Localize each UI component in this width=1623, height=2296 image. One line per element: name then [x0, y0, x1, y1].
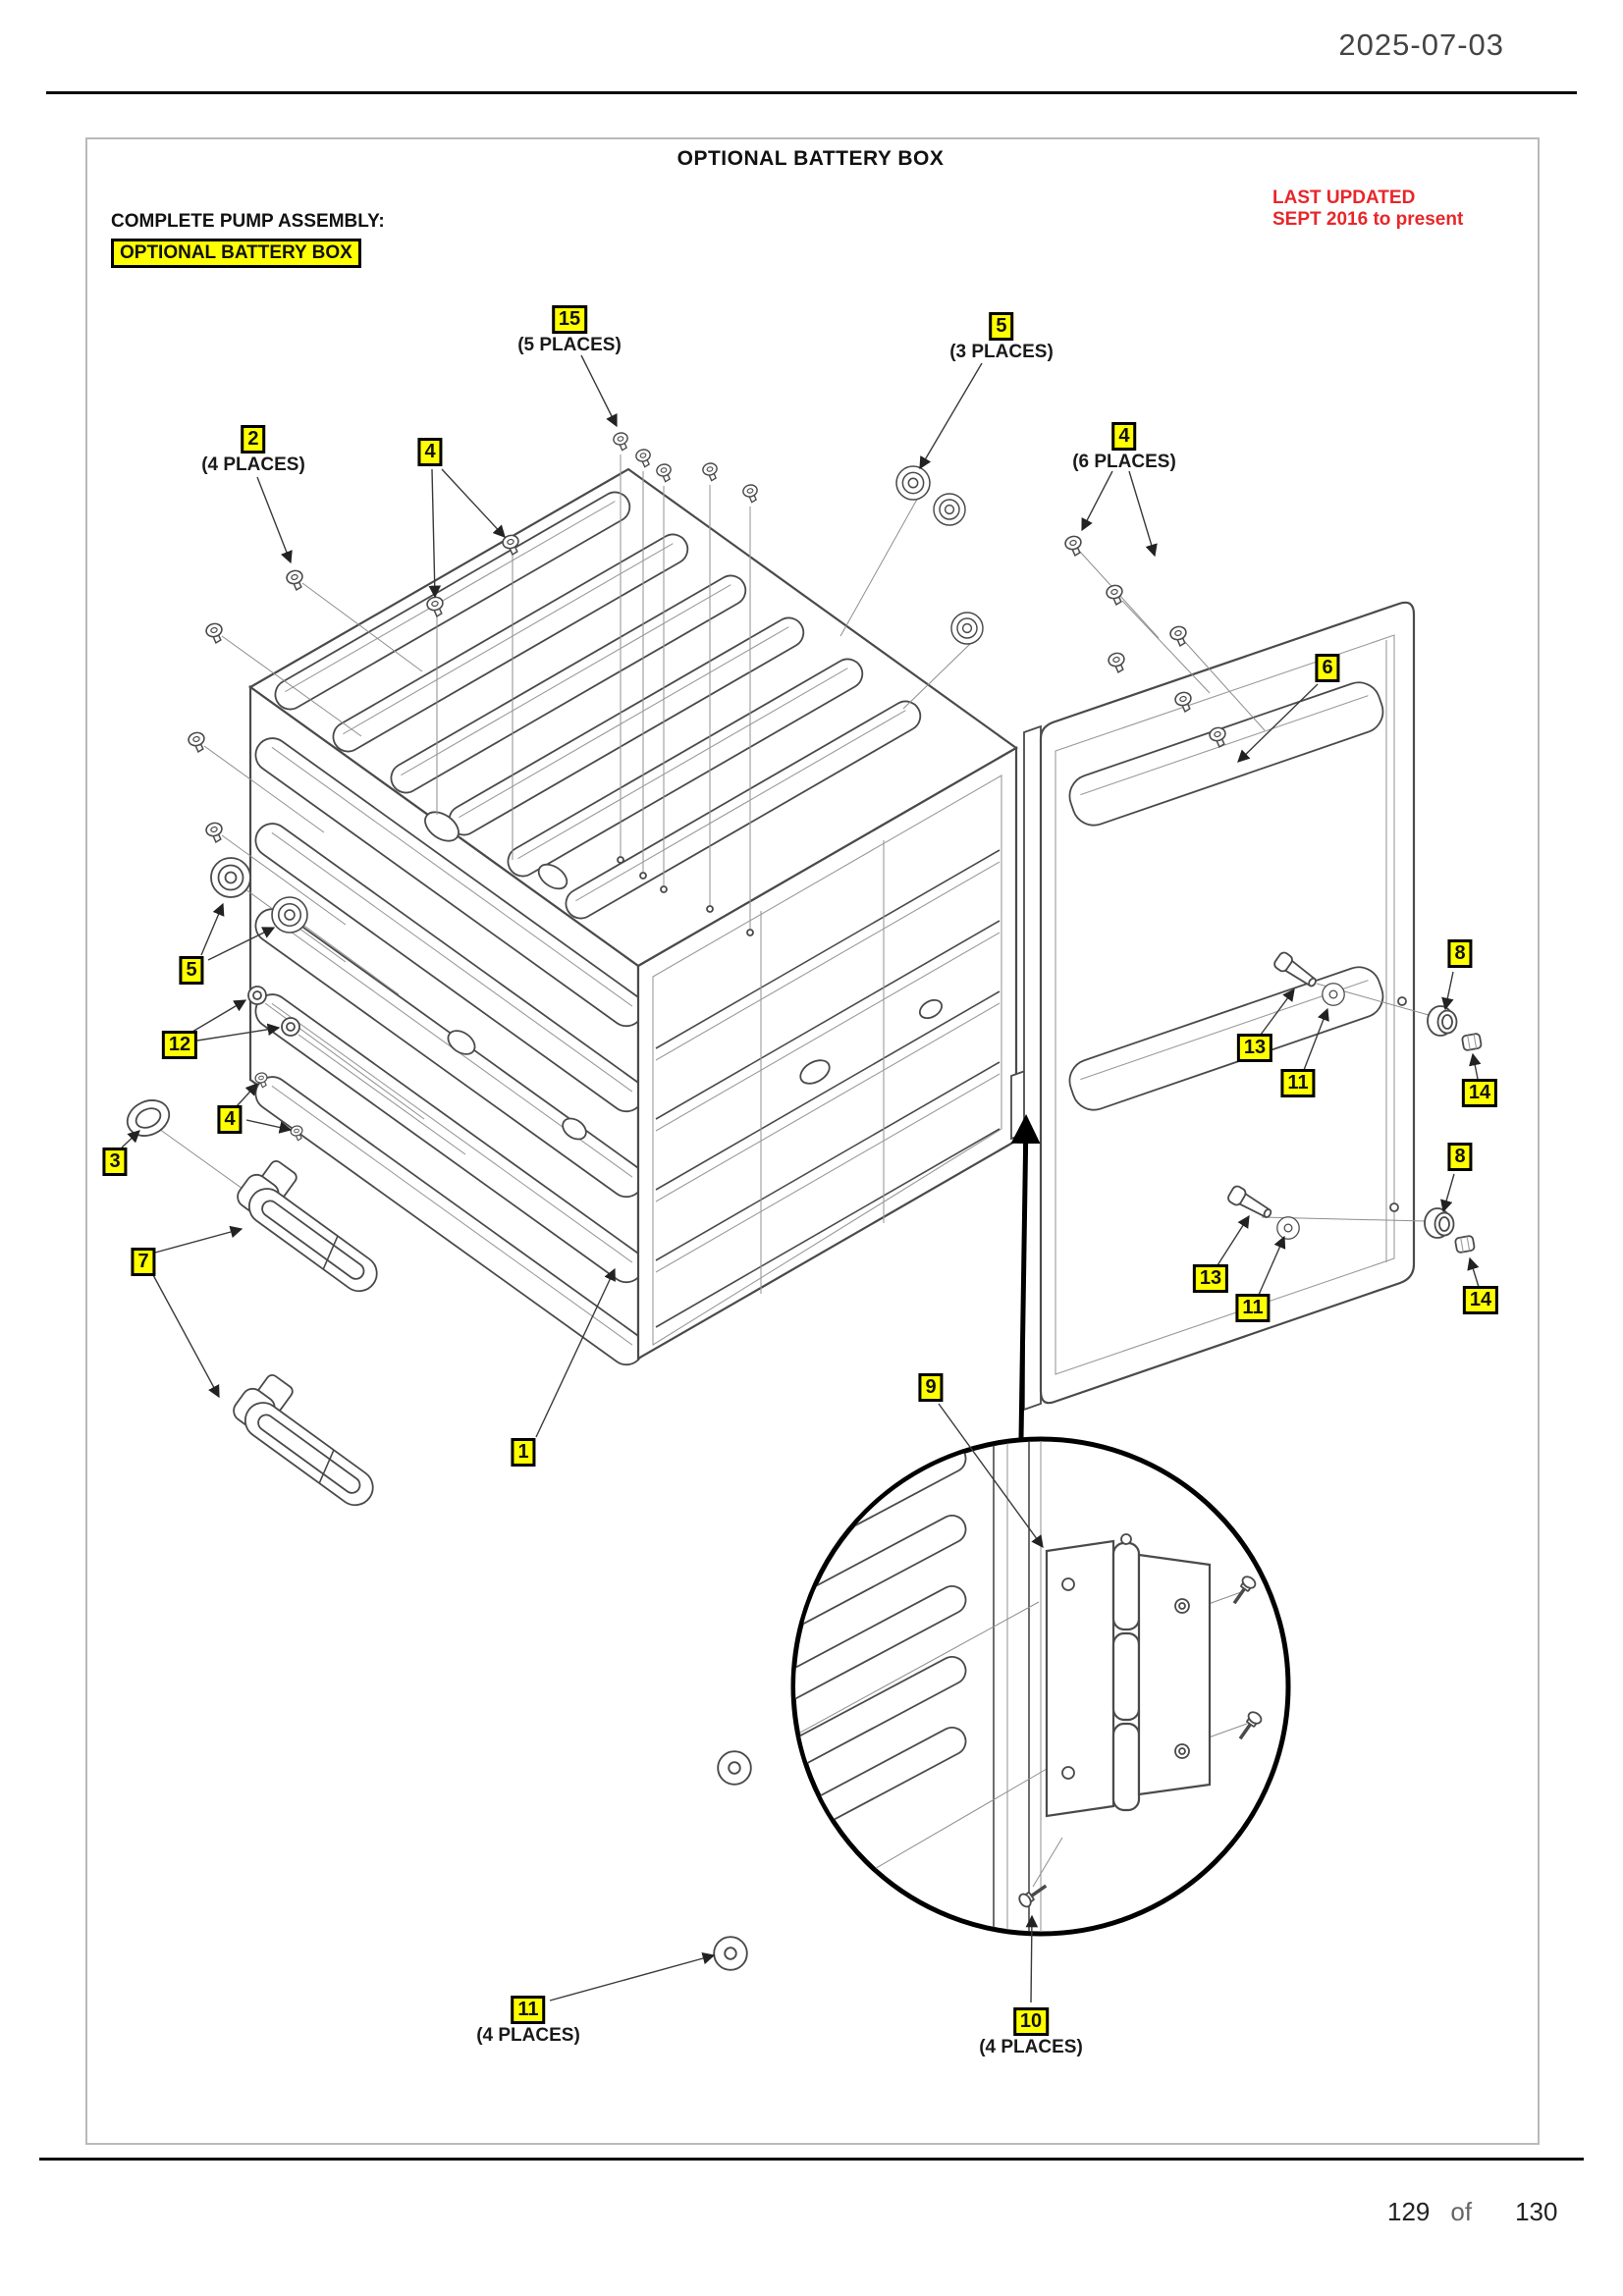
callout-4-topleft: 4: [417, 438, 443, 466]
latch-lower: [226, 1365, 397, 1514]
callout-11-bottom: 11(4 PLACES): [476, 1996, 580, 2047]
leader-lines: [121, 354, 1482, 2003]
page-total: 130: [1515, 2197, 1558, 2226]
page-number: 129 of 130: [1387, 2197, 1557, 2227]
header-rule: [46, 91, 1577, 94]
footer-rule: [39, 2158, 1584, 2161]
callout-5-left: 5: [179, 956, 204, 985]
page-current: 129: [1387, 2197, 1431, 2226]
callout-13-lower: 13: [1192, 1264, 1229, 1293]
callout-13-upper: 13: [1236, 1034, 1273, 1062]
callout-14-lower: 14: [1462, 1286, 1499, 1314]
figure-title: OPTIONAL BATTERY BOX: [676, 147, 945, 170]
callout-15: 15(5 PLACES): [517, 305, 622, 356]
callout-11-upper: 11: [1280, 1069, 1316, 1097]
last-updated-line2: SEPT 2016 to present: [1272, 209, 1464, 230]
assembly-value-highlight: OPTIONAL BATTERY BOX: [111, 239, 361, 268]
callout-4-left: 4: [217, 1105, 243, 1134]
callout-12: 12: [161, 1031, 198, 1059]
callout-14-upper: 14: [1461, 1079, 1498, 1107]
callout-11-lower: 11: [1235, 1294, 1271, 1322]
callout-6: 6: [1315, 654, 1340, 682]
battery-box: [247, 467, 1040, 1366]
callout-10: 10(4 PLACES): [979, 2007, 1083, 2058]
callout-2: 2(4 PLACES): [201, 425, 305, 476]
callout-5-top: 5(3 PLACES): [949, 312, 1054, 363]
callout-4-topright: 4(6 PLACES): [1072, 422, 1176, 473]
assembly-block: COMPLETE PUMP ASSEMBLY: OPTIONAL BATTERY…: [111, 211, 385, 268]
callout-1: 1: [511, 1438, 536, 1467]
last-updated-line1: LAST UPDATED: [1272, 187, 1416, 208]
fasteners: [126, 430, 1483, 1971]
page-date: 2025-07-03: [1338, 27, 1504, 62]
callout-8-upper: 8: [1447, 939, 1473, 968]
page-separator: of: [1450, 2197, 1473, 2226]
last-updated-note: LAST UPDATED SEPT 2016 to present: [1272, 187, 1463, 231]
callout-8-lower: 8: [1447, 1143, 1473, 1171]
callout-3: 3: [102, 1148, 128, 1176]
assembly-label: COMPLETE PUMP ASSEMBLY:: [111, 211, 385, 232]
door-panel: [1023, 601, 1416, 1412]
callout-7: 7: [131, 1248, 156, 1276]
callout-9: 9: [918, 1373, 944, 1402]
